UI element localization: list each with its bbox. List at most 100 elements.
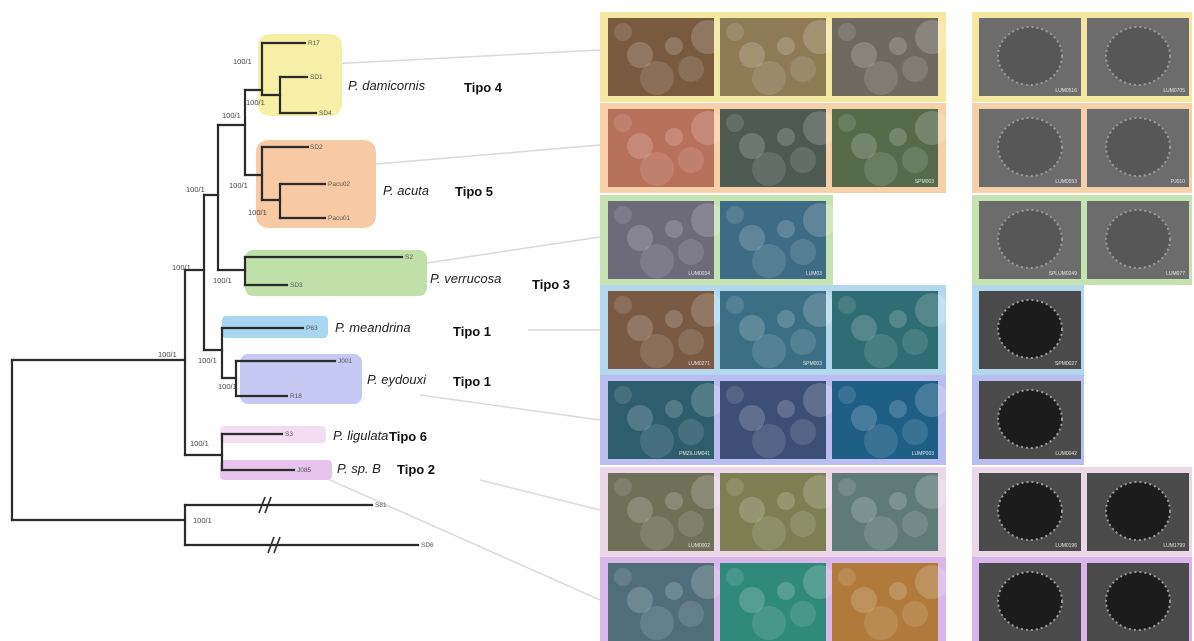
photo-id-label: PMZ/LUM041 [679,451,710,457]
coral-photo [720,473,837,551]
sem-id-label: SPLUM0249 [1049,271,1078,277]
tip-label: S2 [405,254,413,261]
tipo-label: Tipo 3 [532,277,570,292]
sem-micrograph: LUM077 [1087,201,1189,279]
sem-micrograph: SPM0027 [979,291,1081,369]
sem-micrograph: PJ010 [1087,109,1189,187]
tip-label: SD3 [290,282,303,289]
photo-row: LUM0271 SPM003 [600,285,949,375]
sem-row: LUM0516 LUM0705 [972,12,1192,102]
coral-photo: LUM03 [720,201,837,279]
tipo-label: Tipo 1 [453,374,491,389]
species-name: P. sp. B [337,461,381,476]
sem-row: LUM0553 PJ010 [972,103,1192,193]
photo-id-label: SPM003 [803,361,822,367]
photo-row: SPM003 [600,103,949,193]
sem-micrograph-panels: LUM0516 LUM0705LUM0553 PJ010SPLUM0249 LUM07… [972,12,1192,641]
coral-photo: LUM0271 [608,291,725,369]
sem-id-label: LUM0705 [1163,88,1185,94]
connector-line [420,237,600,264]
species-name: P. ligulata [333,428,388,443]
support-value: 100/1 [248,208,267,217]
coral-photo-panels: SPM003LUM0034LUM03LUM0271SPM003PMZ/LUM04… [600,12,949,641]
tip-label: SD6 [421,542,434,549]
species-name: P. meandrina [335,320,411,335]
support-value: 100/1 [213,276,232,285]
sem-micrograph: LUM0705 [1087,18,1189,96]
photo-row: LUM0002 [600,467,949,557]
support-value: 100/1 [229,181,248,190]
support-value: 100/1 [198,356,217,365]
support-value: 100/1 [158,350,177,359]
photo-row: LUM0034LUM03 [600,195,837,285]
tip-label: J085 [297,467,311,474]
coral-photo [608,563,725,641]
coral-photo: PMZ/LUM041 [608,381,725,459]
tip-label: P63 [306,325,318,332]
sem-id-label: LUM0553 [1055,179,1077,185]
tipo-label: Tipo 4 [464,80,503,95]
tipo-label: Tipo 1 [453,324,491,339]
tip-label: Pacu02 [328,181,350,188]
tip-label: Pacu01 [328,215,350,222]
coral-photo [608,18,725,96]
support-value: 100/1 [218,382,237,391]
sem-micrograph [979,563,1081,641]
species-name: P. damicornis [348,78,426,93]
sem-id-label: LUM0042 [1055,451,1077,457]
sem-row: SPM0027 [972,285,1084,375]
tipo-label: Tipo 5 [455,184,493,199]
support-value: 100/1 [233,57,252,66]
sem-micrograph: LUM0196 [979,473,1081,551]
support-value: 100/1 [172,263,191,272]
tip-label: SD4 [319,110,332,117]
coral-photo [720,109,837,187]
sem-id-label: LUM077 [1166,271,1185,277]
sem-micrograph: LUM1799 [1087,473,1189,551]
connector-line [330,480,600,600]
coral-photo [832,473,949,551]
coral-photo: LUMP003 [832,381,949,459]
sem-row: SPLUM0249 LUM077 [972,195,1192,285]
tip-label: SD1 [310,74,323,81]
tip-label: R18 [290,393,302,400]
sem-id-label: LUM1799 [1163,543,1185,549]
tipo-label: Tipo 6 [389,429,427,444]
connector-line [330,50,600,64]
tipo-label: Tipo 2 [397,462,435,477]
species-name: P. verrucosa [430,271,501,286]
clade-box-damicornis [258,34,342,116]
sem-micrograph [1087,563,1189,641]
sem-micrograph: LUM0516 [979,18,1081,96]
connector-line [480,480,600,510]
sem-row: LUM0196LUM1799 [972,467,1192,557]
photo-id-label: SPM003 [915,179,934,185]
tip-label: J001 [338,358,352,365]
coral-photo [832,18,949,96]
photo-row: PMZ/LUM041 LUMP003 [600,375,949,465]
sem-row: LUM0042 [972,375,1084,465]
support-value: 100/1 [190,439,209,448]
support-value: 100/1 [186,185,205,194]
sem-id-label: PJ010 [1171,179,1185,185]
support-value: 100/1 [246,98,265,107]
tip-label: R17 [308,40,320,47]
sem-id-label: LUM0516 [1055,88,1077,94]
coral-photo: SPM003 [832,109,949,187]
sem-micrograph: SPLUM0249 [979,201,1081,279]
tip-label: S3 [285,431,293,438]
coral-photo [832,291,949,369]
photo-id-label: LUM03 [806,271,822,277]
photo-id-label: LUMP003 [912,451,934,457]
support-value: 100/1 [222,111,241,120]
coral-photo: LUM0002 [608,473,725,551]
sem-id-label: SPM0027 [1055,361,1077,367]
photo-id-label: LUM0271 [688,361,710,367]
photo-id-label: LUM0002 [688,543,710,549]
support-value: 100/1 [193,516,212,525]
coral-photo [608,109,725,187]
coral-photo [720,18,837,96]
sem-micrograph: LUM0553 [979,109,1081,187]
photo-row [600,557,949,641]
